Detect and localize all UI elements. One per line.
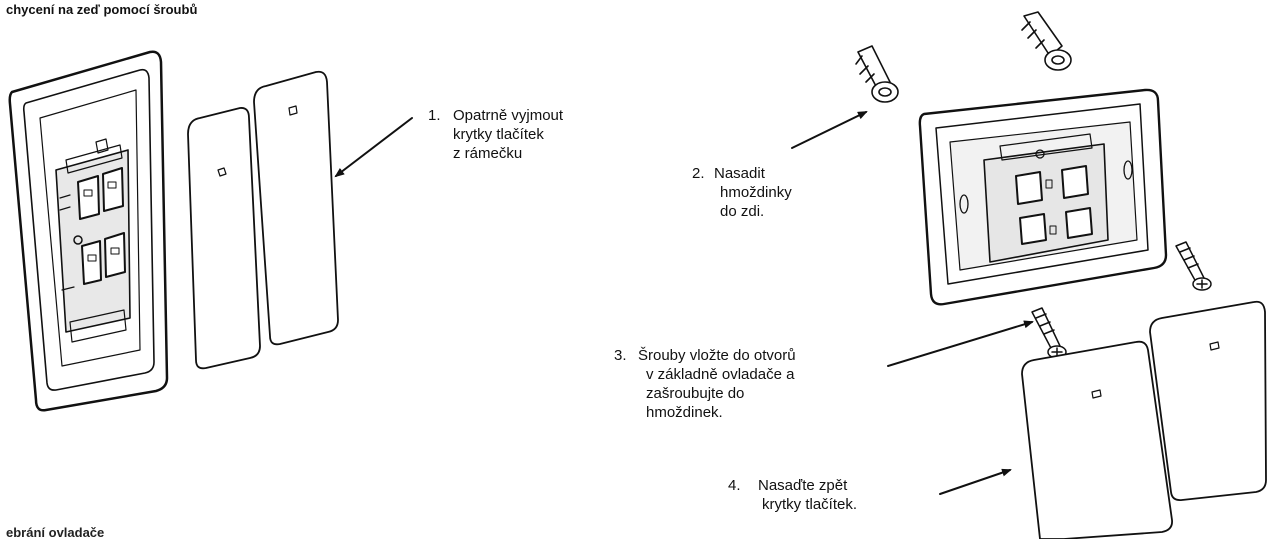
step-2-line-2: hmoždinky [720,184,792,201]
step-2-line-3: do zdi. [720,203,765,220]
arrow-step-1 [334,117,413,178]
dowel-left-illustration [855,45,899,103]
step-3-line-4: hmoždinek. [646,404,723,421]
step-3-line-3: zašroubujte do [646,385,745,402]
left-switch-frame-illustration [8,50,169,412]
step-1-line-3: z rámečku [453,145,523,162]
arrow-step-2 [791,111,868,149]
right-cover-plates-illustration [1021,300,1267,539]
step-1-number: 1. [428,107,441,124]
screw-left-illustration [1031,307,1067,359]
step-3-number: 3. [614,347,627,364]
step-2-line-1: Nasadit [714,165,765,182]
page-title: chycení na zeď pomocí šroubů [6,2,198,17]
arrow-step-4 [939,468,1012,495]
arrow-step-3 [887,320,1034,367]
step-3-line-1: Šrouby vložte do otvorů [638,347,796,364]
step-2-number: 2. [692,165,705,182]
right-base-illustration [918,88,1168,306]
left-cover-plates-illustration [187,70,339,370]
step-4-line-2: krytky tlačítek. [762,496,858,513]
step-4-number: 4. [728,477,741,494]
section-heading-cut-off: ebrání ovladače [6,526,105,539]
step-4-line-1: Nasaďte zpět [758,477,848,494]
step-1-line-2: krytky tlačítek [453,126,544,143]
step-3-line-2: v základně ovladače a [646,366,795,383]
step-1-line-1: Opatrně vyjmout [453,107,564,124]
screw-right-illustration [1175,241,1212,291]
dowel-right-illustration [1021,11,1072,71]
